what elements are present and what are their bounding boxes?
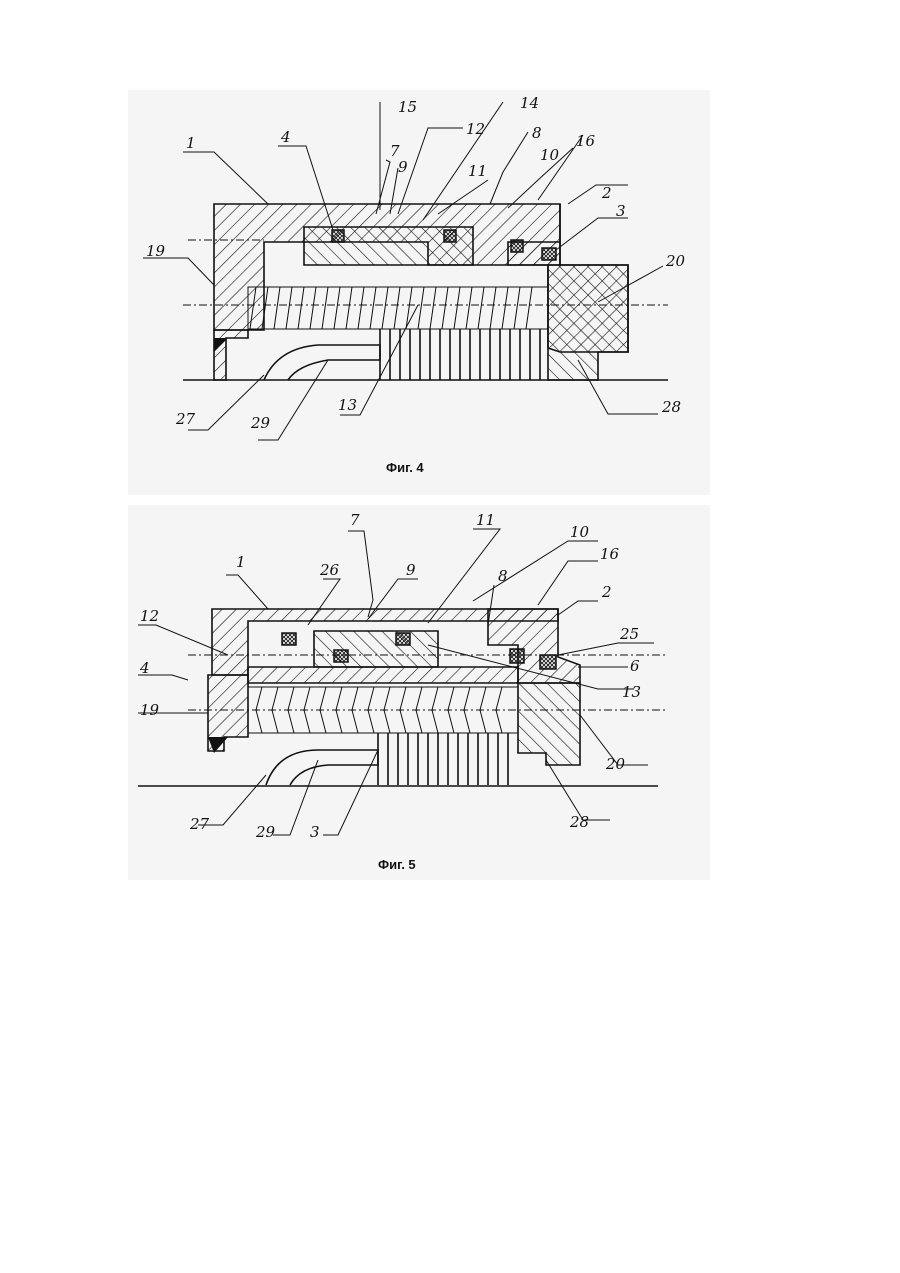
ref-label: 4: [280, 128, 291, 146]
ref-label: 19: [146, 242, 166, 260]
piston-section: [314, 631, 438, 667]
sleeve-4-section: [248, 667, 518, 683]
part-20-section: [548, 265, 628, 380]
ref-label: 3: [616, 202, 626, 220]
ref-label: 15: [398, 98, 417, 116]
housing-1-section: [214, 204, 560, 330]
ref-label: 7: [350, 511, 360, 529]
ref-label: 8: [498, 567, 508, 585]
ref-label: 20: [665, 252, 686, 270]
ref-label: 20: [605, 755, 626, 773]
ref-label: 16: [576, 132, 596, 150]
ref-label: 13: [338, 396, 357, 414]
sleeve-29: [266, 750, 378, 785]
seal-ring: [282, 633, 296, 645]
seal-ring: [540, 655, 556, 669]
ref-label: 28: [661, 398, 681, 416]
flange-19-section: [214, 330, 248, 380]
part-20-section: [518, 683, 580, 765]
ref-label: 26: [319, 561, 340, 579]
ref-label: 12: [140, 607, 159, 625]
ref-label: 8: [532, 124, 542, 142]
ref-label: 2: [601, 583, 612, 601]
figure-caption: Фиг. 5: [378, 857, 416, 872]
ref-label: 29: [255, 823, 276, 841]
seal-ring: [334, 650, 348, 662]
spring-fins: [378, 733, 508, 785]
ref-label: 2: [601, 184, 612, 202]
figure-caption: Фиг. 4: [386, 460, 424, 475]
sleeve-29: [264, 345, 380, 380]
ref-label: 12: [466, 120, 485, 138]
seal-ring: [510, 649, 524, 663]
ref-label: 28: [569, 813, 589, 831]
spring-fins: [380, 329, 540, 380]
ref-label: 4: [139, 659, 150, 677]
ref-label: 27: [175, 410, 196, 428]
ref-label: 6: [630, 657, 640, 675]
seal-ring: [396, 633, 410, 645]
figure-5-panel: 7 11 10 1 26 9 8 16 2 12 25 4 6 19 13 20…: [128, 505, 710, 880]
figure-5-drawing: 7 11 10 1 26 9 8 16 2 12 25 4 6 19 13 20…: [128, 505, 710, 880]
figure-4-panel: 1 4 15 7 9 12 14 8 11 10 16 2 3 19 20 27…: [128, 90, 710, 495]
ref-label: 9: [398, 158, 408, 176]
ref-label: 16: [600, 545, 620, 563]
seal-ring: [444, 230, 456, 242]
ref-label: 27: [189, 815, 210, 833]
ref-label: 10: [570, 523, 590, 541]
ref-label: 3: [310, 823, 320, 841]
ref-label: 10: [540, 146, 560, 164]
ref-label: 1: [236, 553, 246, 571]
ref-label: 19: [140, 701, 160, 719]
seal-ring: [332, 230, 344, 242]
ring-stack: [250, 287, 532, 329]
ref-label: 11: [468, 162, 487, 180]
ref-label: 25: [619, 625, 639, 643]
ref-label: 29: [250, 414, 271, 432]
ref-label: 11: [476, 511, 495, 529]
ref-label: 13: [622, 683, 641, 701]
ref-label: 1: [186, 134, 196, 152]
seal-ring: [542, 248, 556, 260]
ref-label: 14: [520, 94, 539, 112]
seal-ring: [511, 240, 523, 252]
figure-4-drawing: 1 4 15 7 9 12 14 8 11 10 16 2 3 19 20 27…: [128, 90, 710, 495]
ref-label: 9: [406, 561, 416, 579]
